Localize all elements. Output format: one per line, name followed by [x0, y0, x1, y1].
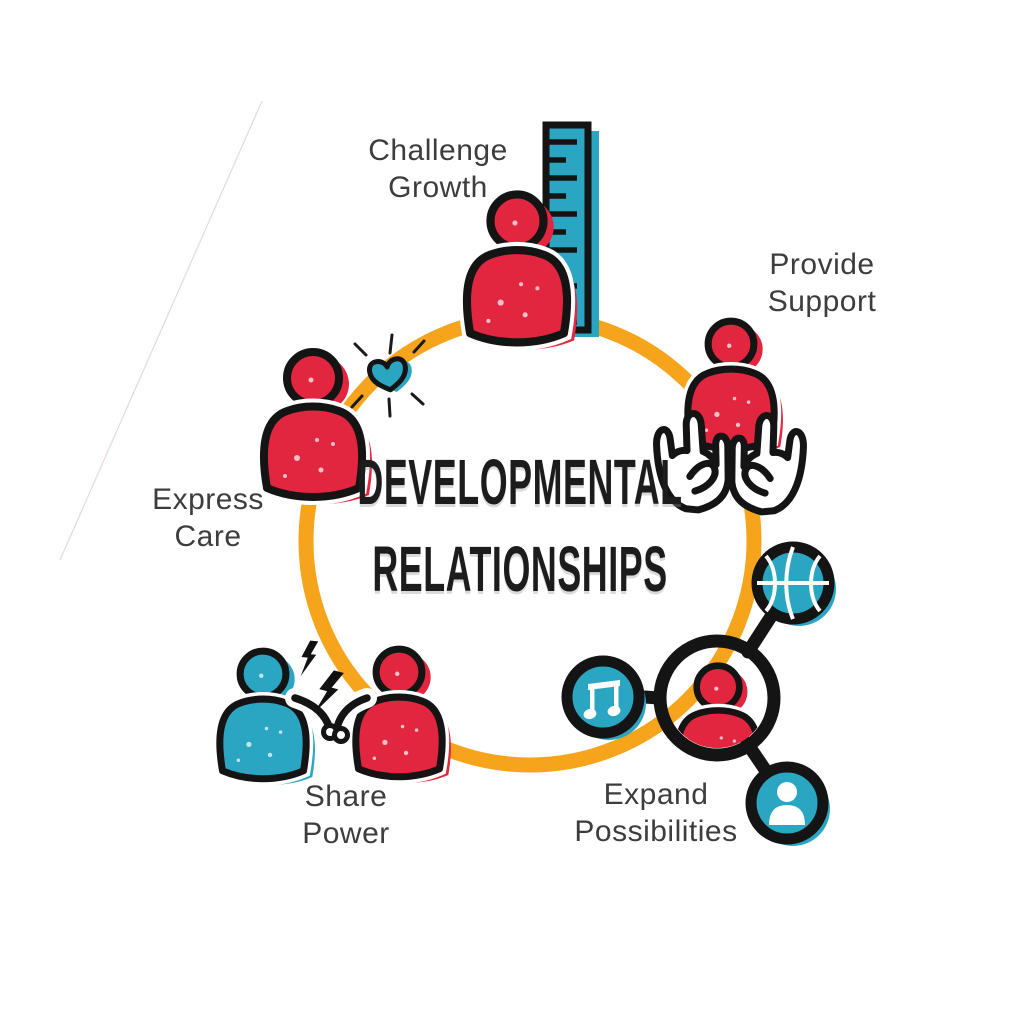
- label-line: Expand: [603, 778, 709, 811]
- label-line: Support: [767, 285, 877, 318]
- label-line: Care: [174, 520, 242, 553]
- label-line: Provide: [769, 248, 875, 281]
- label-share-power: Share Power: [176, 778, 516, 852]
- label-line: Share: [304, 780, 388, 813]
- label-line: Growth: [388, 171, 488, 204]
- heart-sparkle-rays: [350, 333, 426, 418]
- label-expand-possibilities: Expand Possibilities: [486, 776, 826, 850]
- music-note-node-icon: [561, 655, 646, 740]
- person-network-basketball-music-people-icon: [561, 541, 836, 846]
- label-provide-support: Provide Support: [652, 246, 992, 320]
- basketball-node-icon: [751, 541, 836, 626]
- background-artifact-line: [59, 100, 263, 561]
- share-power-person-red-icon: [356, 649, 451, 783]
- label-line: Challenge: [368, 134, 508, 167]
- label-line: Possibilities: [574, 815, 738, 848]
- label-challenge-growth: Challenge Growth: [268, 132, 608, 206]
- network-hub-ring: [653, 634, 781, 762]
- person-with-growth-ruler-icon: [467, 121, 599, 350]
- label-express-care: Express Care: [38, 481, 378, 555]
- person-with-shining-heart-icon: [264, 333, 426, 504]
- people-node-icon: [745, 761, 830, 846]
- expand-possibilities-person-icon: [678, 666, 767, 791]
- two-people-fist-bump-lightning-icon: [220, 640, 451, 785]
- label-line: Power: [302, 817, 390, 850]
- heart-icon: [350, 333, 426, 418]
- diagram-title-line-2: RELATIONSHIPS: [372, 533, 668, 605]
- label-line: Express: [152, 483, 264, 516]
- diagram-title-line-1: DEVELOPMENTAL: [357, 446, 683, 518]
- fist-bump-arms: [285, 688, 377, 744]
- share-power-person-teal-icon: [220, 651, 315, 785]
